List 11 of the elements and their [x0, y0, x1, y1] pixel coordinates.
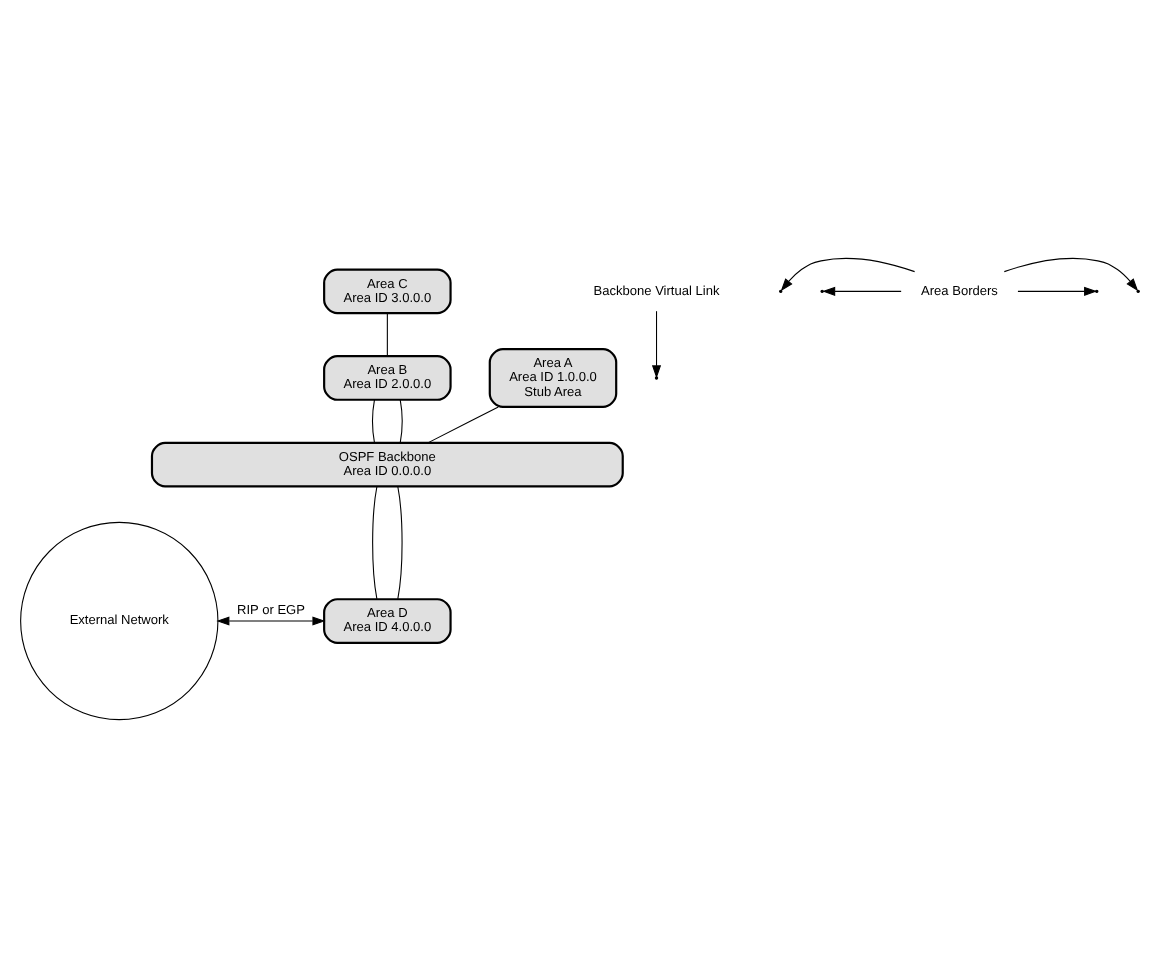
- connector: [399, 399, 403, 444]
- connector: [397, 485, 403, 600]
- connector: [427, 406, 499, 444]
- arrow: [822, 286, 902, 296]
- connector: [386, 312, 388, 357]
- connector: [372, 485, 378, 600]
- arrow: [1003, 257, 1139, 292]
- arrow: [1017, 286, 1098, 296]
- arrow: [216, 616, 326, 626]
- arrow: [780, 257, 916, 292]
- connector: [372, 399, 375, 444]
